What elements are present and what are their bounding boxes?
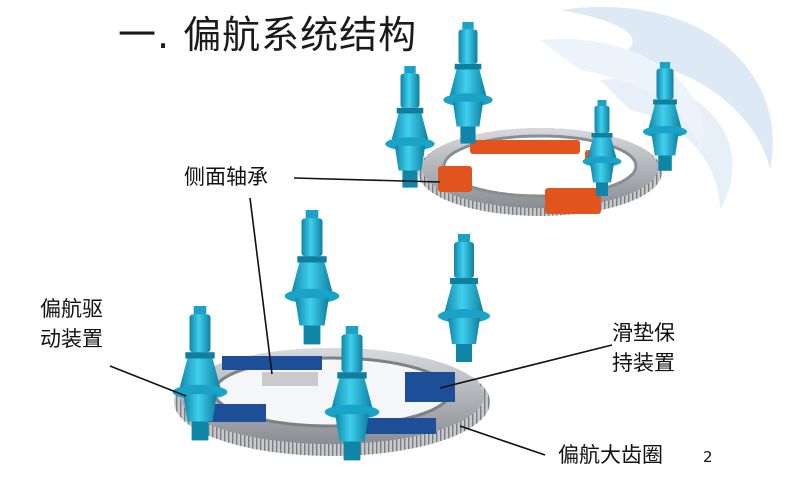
bearing-block <box>545 188 601 214</box>
page-number: 2 <box>703 448 713 466</box>
label-yaw-gear-ring: 偏航大齿圈 <box>558 443 663 467</box>
label-slide-pad: 滑垫保 持装置 <box>612 318 675 378</box>
bearing-segment <box>470 140 580 154</box>
side-bearing-block <box>438 166 472 192</box>
label-yaw-drive-line2: 动装置 <box>40 327 103 351</box>
label-slide-pad-line2: 持装置 <box>612 351 675 375</box>
bottom-assembly <box>172 210 490 461</box>
slide-pad-holder <box>405 372 455 402</box>
label-slide-pad-line1: 滑垫保 <box>612 321 675 345</box>
leader-lines <box>109 177 613 456</box>
label-yaw-drive-line1: 偏航驱 <box>40 297 103 321</box>
swirl-decoration <box>540 6 773 210</box>
label-yaw-drive: 偏航驱 动装置 <box>40 294 103 354</box>
slide-title: 一. 偏航系统结构 <box>118 13 418 57</box>
top-assembly <box>385 22 688 216</box>
side-bearing-pad <box>262 372 318 386</box>
slide-pad <box>222 356 322 370</box>
label-side-bearing: 侧面轴承 <box>184 165 268 189</box>
